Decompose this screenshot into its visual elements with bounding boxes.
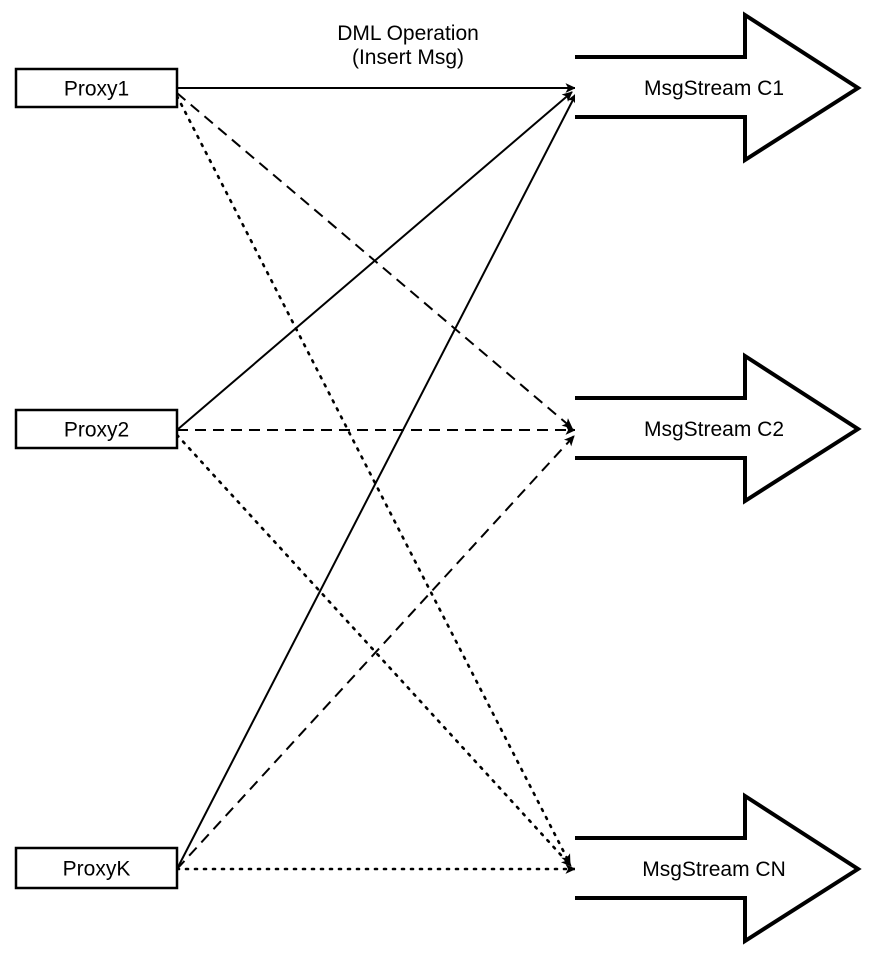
edge-proxy2-to-c1 <box>176 91 573 431</box>
edge-line-solid <box>176 91 573 431</box>
streams-layer: MsgStream C1 MsgStream C2 MsgStream CN <box>575 11 862 945</box>
proxy-label-proxyk: ProxyK <box>63 858 131 881</box>
proxy-box[interactable] <box>14 67 179 109</box>
stream-arrow-shape <box>575 11 862 164</box>
stream-arrow-shape <box>575 792 862 945</box>
proxy-node-proxy1[interactable]: Proxy1 <box>14 67 179 109</box>
edge-proxyk-to-c2 <box>176 435 575 870</box>
edge-label-line2: (Insert Msg) <box>352 46 464 69</box>
stream-label-stream_c2: MsgStream C2 <box>644 418 784 441</box>
stream-arrow-stream_c1: MsgStream C1 <box>575 11 862 164</box>
edge-proxy1-to-cn <box>175 94 572 866</box>
stream-label-stream_c1: MsgStream C1 <box>644 77 784 100</box>
edge-label-group: DML Operation (Insert Msg) <box>337 22 479 69</box>
edge-line-dotted <box>175 433 573 868</box>
proxy-label-proxy1: Proxy1 <box>64 78 129 101</box>
edge-proxy2-to-cn <box>175 433 573 868</box>
edge-line-solid <box>176 93 577 870</box>
proxy-box[interactable] <box>14 408 179 450</box>
proxy-box[interactable] <box>14 846 179 890</box>
edge-label-line1: DML Operation <box>337 22 479 45</box>
edge-line-dotted <box>175 94 572 866</box>
proxy-label-proxy2: Proxy2 <box>64 419 129 442</box>
edge-proxyk-to-c1 <box>176 93 577 870</box>
proxy-node-proxy2[interactable]: Proxy2 <box>14 408 179 450</box>
stream-arrow-stream_c2: MsgStream C2 <box>575 352 862 505</box>
stream-label-stream_cn: MsgStream CN <box>642 858 786 881</box>
proxy-node-proxyk[interactable]: ProxyK <box>14 846 179 890</box>
stream-arrow-shape <box>575 352 862 505</box>
stream-arrow-stream_cn: MsgStream CN <box>575 792 862 945</box>
edge-line-dashed <box>176 435 575 870</box>
edges-layer <box>175 83 577 874</box>
